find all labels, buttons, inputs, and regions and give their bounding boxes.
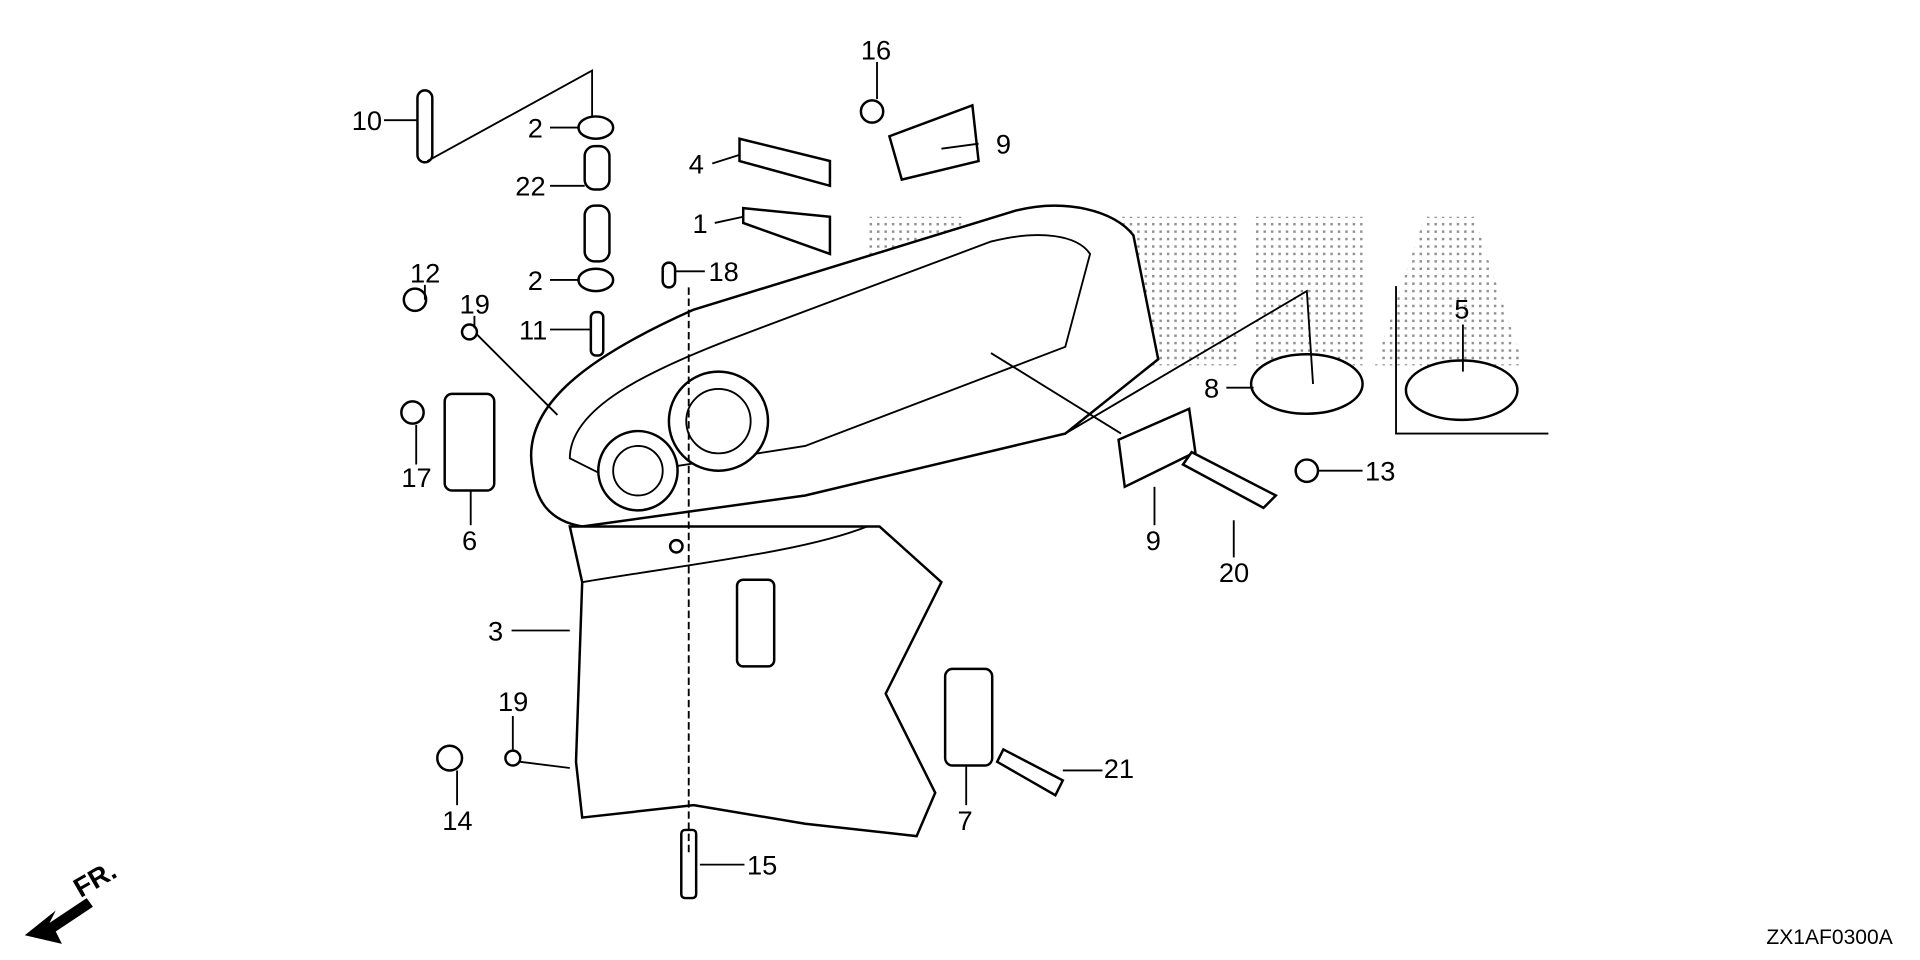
callout-13[interactable]: 13 bbox=[1365, 456, 1395, 487]
callout-1[interactable]: 1 bbox=[692, 208, 707, 239]
callout-6[interactable]: 6 bbox=[462, 525, 477, 556]
callout-9-bottom[interactable]: 9 bbox=[1146, 525, 1161, 556]
callout-15[interactable]: 15 bbox=[747, 850, 777, 881]
callout-18[interactable]: 18 bbox=[709, 256, 739, 287]
callout-19-bottom[interactable]: 19 bbox=[498, 686, 528, 717]
drawing-code: ZX1AF0300A bbox=[1766, 926, 1892, 949]
callout-2-bottom[interactable]: 2 bbox=[528, 265, 543, 296]
callout-8[interactable]: 8 bbox=[1204, 373, 1219, 404]
leader-lines bbox=[384, 61, 1549, 866]
callout-10[interactable]: 10 bbox=[352, 105, 382, 136]
callout-16[interactable]: 16 bbox=[861, 34, 891, 65]
callout-11[interactable]: 11 bbox=[519, 314, 547, 345]
callout-9-top[interactable]: 9 bbox=[996, 129, 1011, 160]
front-indicator-label: FR. bbox=[68, 854, 122, 903]
small-parts bbox=[400, 89, 1519, 900]
front-arrow-icon: FR. bbox=[24, 854, 122, 944]
callout-5[interactable]: 5 bbox=[1454, 293, 1469, 324]
callout-22[interactable]: 22 bbox=[515, 171, 545, 202]
callout-12[interactable]: 12 bbox=[410, 257, 440, 288]
callout-17[interactable]: 17 bbox=[401, 462, 431, 493]
gear-case-housing bbox=[529, 204, 1160, 838]
callout-4[interactable]: 4 bbox=[689, 148, 704, 179]
callout-7[interactable]: 7 bbox=[958, 805, 973, 836]
callout-2-top[interactable]: 2 bbox=[528, 112, 543, 143]
callout-14[interactable]: 14 bbox=[442, 805, 472, 836]
callout-21[interactable]: 21 bbox=[1104, 753, 1134, 784]
callout-20[interactable]: 20 bbox=[1219, 557, 1249, 588]
callout-19-top[interactable]: 19 bbox=[460, 288, 490, 319]
callout-3[interactable]: 3 bbox=[488, 615, 503, 646]
callout-labels: 16 9 10 2 4 22 1 2 18 12 19 11 17 6 8 5 … bbox=[352, 34, 1470, 880]
